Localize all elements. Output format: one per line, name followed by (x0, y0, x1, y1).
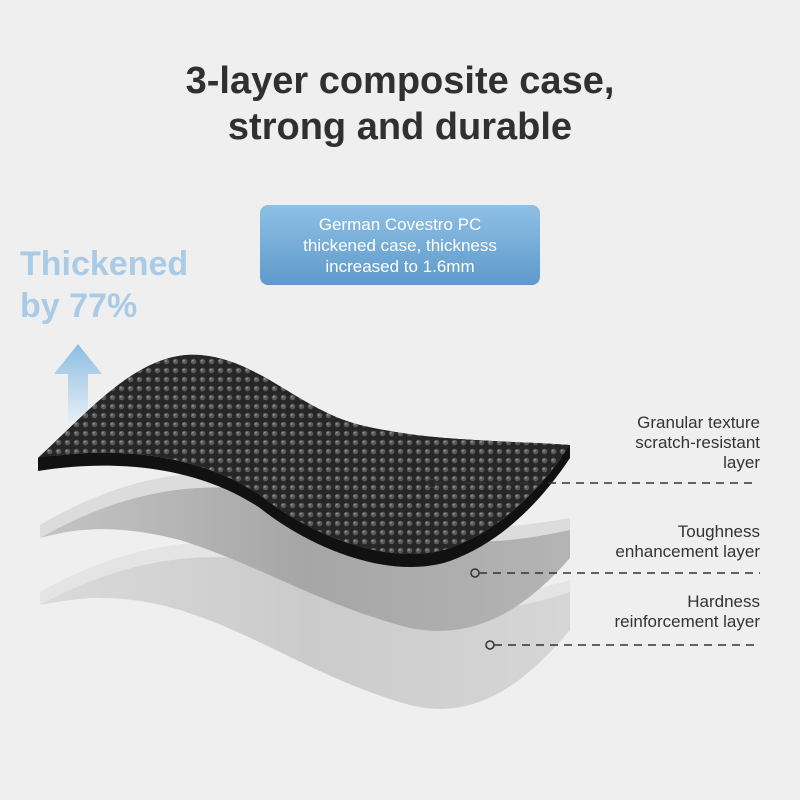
leader-line-toughness (470, 568, 760, 578)
layer-label-line: enhancement layer (615, 542, 760, 561)
headline-line-1: 3-layer composite case, (185, 60, 615, 102)
layer-label-line: reinforcement layer (614, 612, 760, 631)
layer-illustration (38, 354, 760, 709)
leader-line-granular (427, 478, 755, 488)
hardness-layer-shape (40, 542, 570, 709)
layer-label-toughness: Toughness enhancement layer (615, 522, 760, 562)
granular-layer-shape (38, 354, 570, 568)
layer-label-granular: Granular texture scratch-resistant layer (635, 413, 760, 473)
material-badge: German Covestro PC thickened case, thick… (260, 205, 540, 285)
badge-line-2: thickened case, thickness (303, 235, 497, 255)
thickened-callout: Thickened by 77% (20, 243, 188, 327)
layer-label-line: Hardness (687, 592, 760, 611)
badge-line-1: German Covestro PC (318, 214, 482, 234)
thickened-line-2: by 77% (20, 287, 138, 325)
badge-line-3: increased to 1.6mm (325, 256, 475, 276)
headline-line-2: strong and durable (227, 106, 573, 148)
layer-label-line: layer (723, 453, 760, 472)
layer-label-hardness: Hardness reinforcement layer (614, 592, 760, 632)
headline: 3-layer composite case, strong and durab… (0, 58, 800, 150)
leader-line-hardness (485, 640, 755, 650)
up-arrow-icon (54, 344, 102, 422)
layer-label-line: scratch-resistant (635, 433, 760, 452)
thickened-line-1: Thickened (20, 245, 189, 283)
layer-label-line: Granular texture (637, 413, 760, 432)
layer-label-line: Toughness (677, 522, 760, 541)
